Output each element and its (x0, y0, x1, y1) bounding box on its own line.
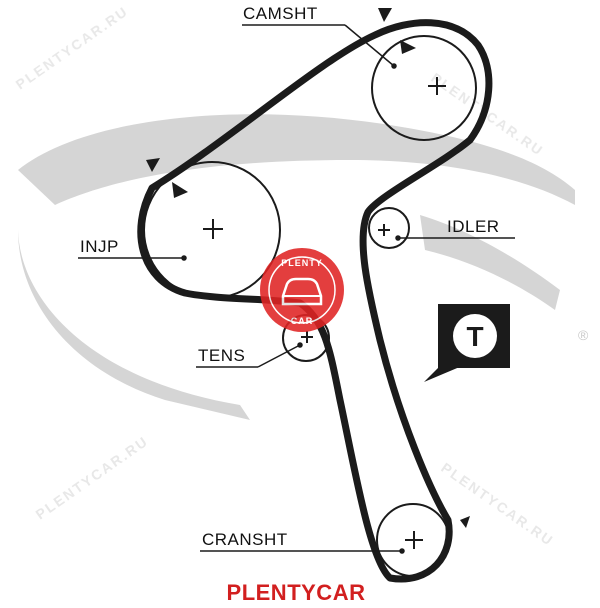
triangle-mark-icon (400, 40, 416, 54)
crankshaft-label: CRANSHT (202, 530, 288, 549)
logo-swoosh-bottom (18, 230, 250, 420)
plus-icon (378, 224, 390, 236)
tensioner-label: TENS (198, 346, 245, 365)
watermark-text: PLENTYCAR.RU (438, 459, 557, 549)
triangle-mark-icon (146, 158, 160, 172)
registered-mark: ® (578, 327, 589, 343)
watermark-text: PLENTYCAR.RU (13, 3, 132, 93)
plus-icon (405, 531, 423, 549)
triangle-mark-icon (460, 516, 470, 528)
timing-marks (146, 8, 470, 528)
pulley-centers (203, 77, 446, 549)
badge-top-text: PLENTY (281, 258, 323, 268)
triangle-mark-icon (378, 8, 392, 22)
plus-icon (203, 219, 223, 239)
watermark-text: PLENTYCAR.RU (33, 433, 152, 523)
idler-pulley (368, 207, 410, 249)
tool-badge-letter: T (466, 321, 483, 352)
car-icon (281, 277, 323, 306)
leader-lines (78, 24, 515, 554)
logo-swoosh-top (18, 114, 575, 205)
badge-bottom-text: CAR (291, 316, 314, 326)
t-square-icon: T (424, 304, 510, 382)
footer-brand: PLENTYCAR (227, 580, 366, 605)
triangle-mark-icon (172, 182, 188, 198)
idler-label: IDLER (447, 217, 500, 236)
plus-icon (428, 77, 446, 95)
camshaft-label: CAMSHT (243, 4, 318, 23)
plus-icon (301, 331, 313, 343)
camshaft-pulley (371, 35, 477, 141)
plentycar-badge: PLENTY CAR (260, 248, 344, 332)
injection-pump-label: INJP (80, 237, 119, 256)
